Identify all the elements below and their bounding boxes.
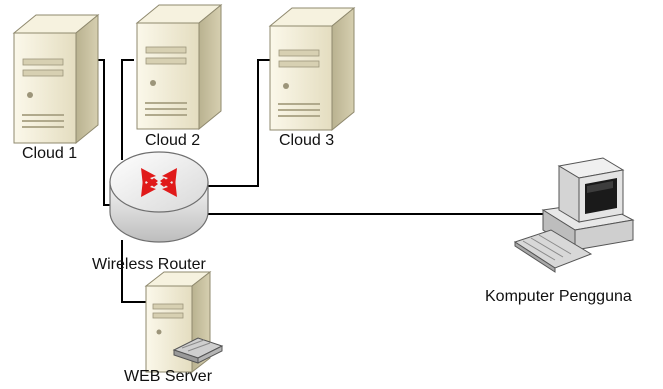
- cloud1-label: Cloud 1: [22, 145, 78, 162]
- cloud3-label: Cloud 3: [279, 132, 335, 149]
- cloud2-label: Cloud 2: [145, 132, 201, 149]
- cloud1-server-icon: [12, 13, 100, 145]
- router-icon: [109, 151, 209, 243]
- client-label: Komputer Pengguna: [485, 288, 632, 305]
- webserver-label: WEB Server: [124, 368, 213, 385]
- network-card-icon: [172, 337, 224, 364]
- computer-icon: [513, 157, 635, 273]
- edge-cloud2-router: [121, 59, 134, 160]
- router-arrows-icon: [141, 168, 177, 197]
- cloud2-server-icon: [135, 3, 223, 131]
- edge-cloud3-router: [208, 59, 270, 187]
- router-label: Wireless Router: [92, 256, 206, 273]
- cloud3-server-icon: [268, 6, 356, 132]
- edge-router-webserver: [121, 240, 146, 303]
